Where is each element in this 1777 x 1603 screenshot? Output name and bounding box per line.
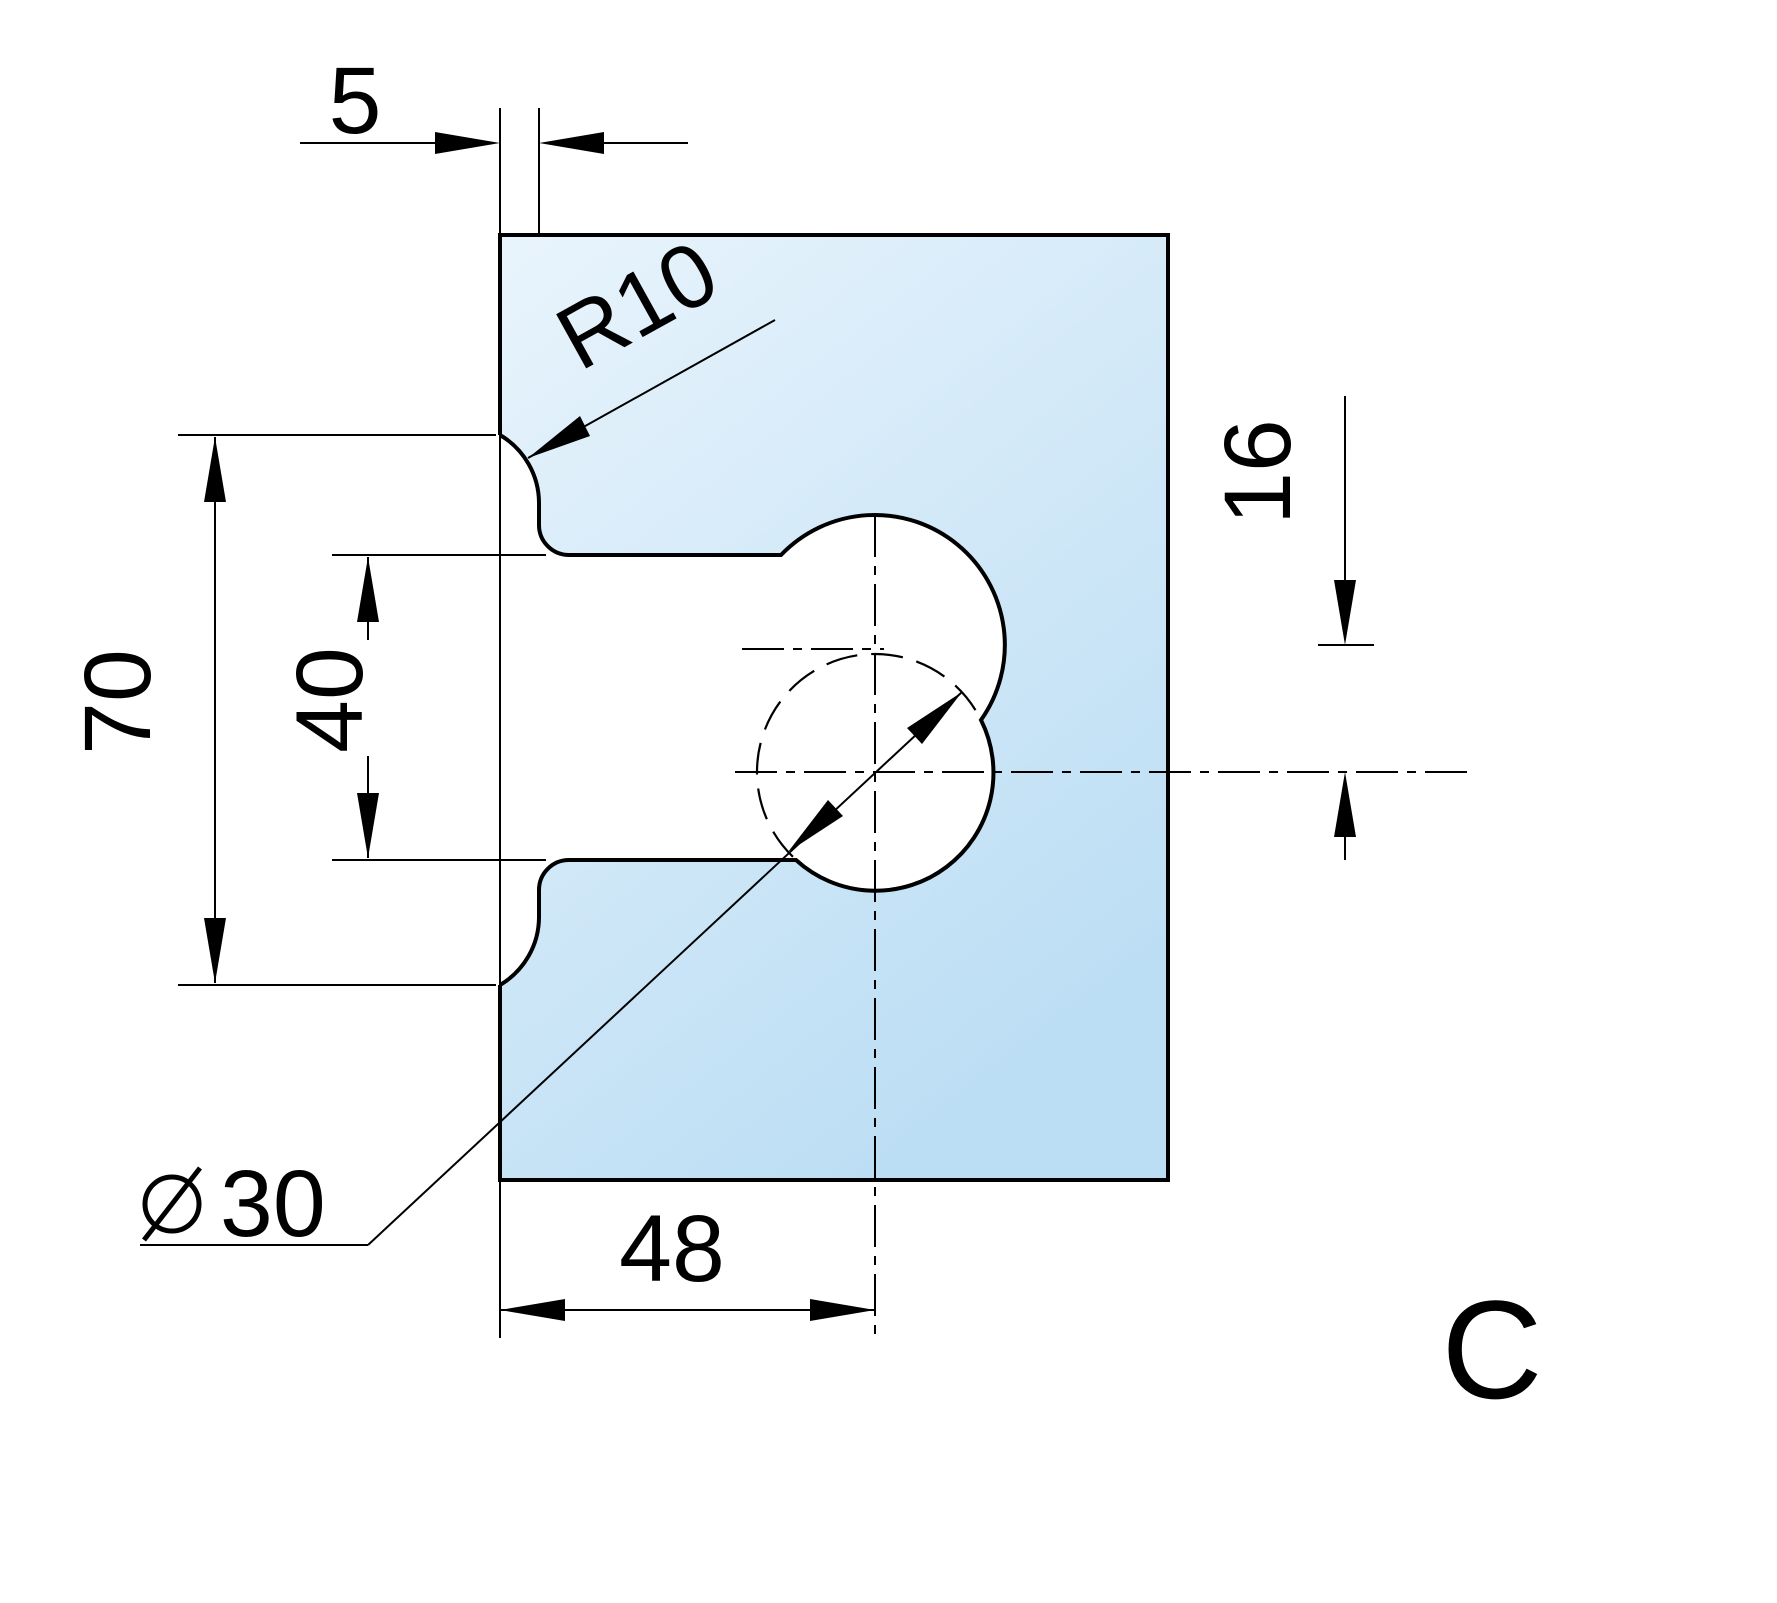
dimension-slot-width: 40 <box>277 554 546 861</box>
arrowhead <box>1334 772 1356 837</box>
dimension-center-offset: 16 <box>1205 396 1374 860</box>
arrowhead <box>528 416 590 458</box>
arrowhead <box>500 1299 565 1321</box>
arrowhead <box>204 918 226 983</box>
dimension-16-label: 16 <box>1205 419 1311 525</box>
diameter-symbol-icon <box>142 1166 202 1242</box>
cutout-fill <box>500 435 1005 985</box>
arrowhead <box>1334 580 1356 645</box>
cutout-contour <box>498 433 1007 987</box>
dimension-30-label: 30 <box>220 1151 326 1257</box>
dimension-hole-diameter: 30 <box>140 691 963 1257</box>
arrowhead <box>204 437 226 502</box>
arrowhead <box>539 132 604 154</box>
dimension-40-label: 40 <box>277 647 383 753</box>
arrowhead <box>357 557 379 622</box>
dimension-hole-distance: 48 <box>500 1196 875 1321</box>
dimension-5-label: 5 <box>329 48 382 154</box>
dimension-cutout-height: 70 <box>65 434 496 986</box>
diameter-symbol-slash <box>142 1166 202 1242</box>
center-lines <box>735 515 1468 1338</box>
dimension-edge-offset: 5 <box>300 48 688 237</box>
arrowhead <box>907 692 962 744</box>
glass-panel-outline <box>498 233 1170 1182</box>
arrowhead <box>788 800 843 852</box>
section-label: C <box>1441 1271 1542 1428</box>
dimension-48-label: 48 <box>619 1196 725 1302</box>
diameter-symbol-circle <box>142 1174 202 1234</box>
arrowhead <box>357 793 379 858</box>
dimension-70-label: 70 <box>65 649 171 755</box>
arrowhead <box>810 1299 875 1321</box>
leader-line <box>367 691 963 1246</box>
arrowhead <box>435 132 500 154</box>
